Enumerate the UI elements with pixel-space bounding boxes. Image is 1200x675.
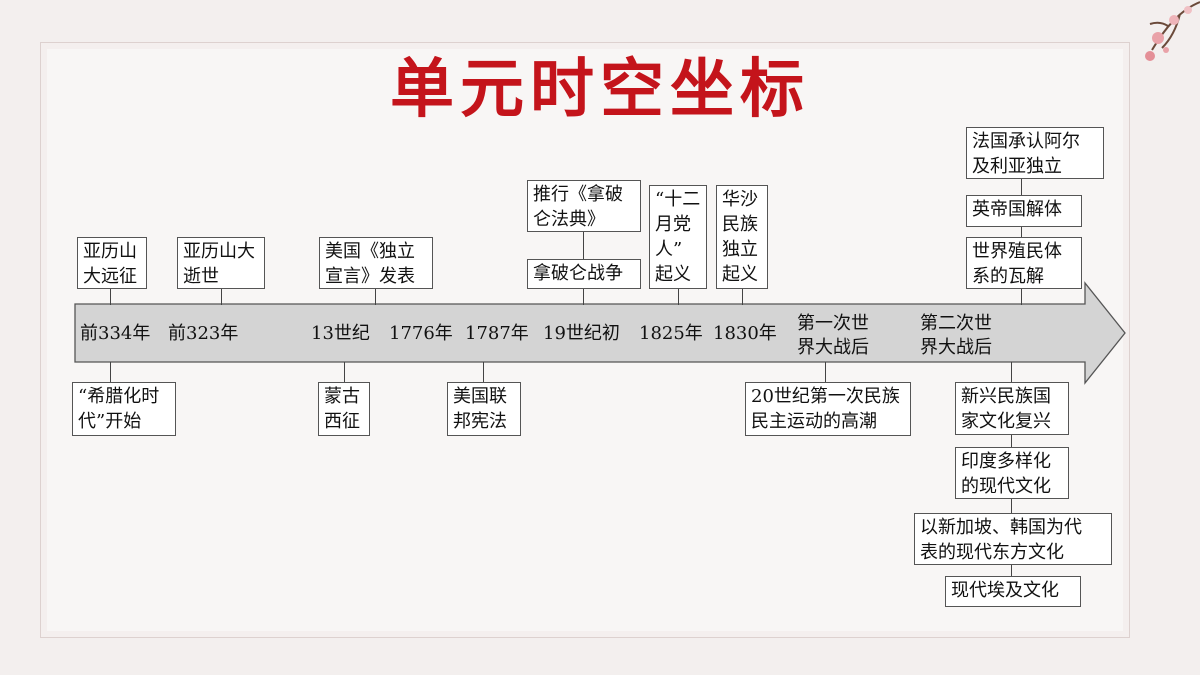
- connector: [375, 289, 376, 305]
- connector: [221, 289, 222, 305]
- connector: [1011, 435, 1012, 447]
- connector: [110, 362, 111, 382]
- page-title: 单元时空坐标: [390, 52, 810, 127]
- tick-label: 第一次世 界大战后: [797, 313, 869, 358]
- event-british-empire-dissolution: 英帝国解体: [966, 195, 1082, 227]
- connector: [742, 289, 743, 305]
- event-algeria-independence: 法国承认阿尔 及利亚独立: [966, 127, 1104, 179]
- event-egypt-culture: 现代埃及文化: [945, 576, 1081, 607]
- tick-label: 1776年: [389, 323, 453, 344]
- connector: [1011, 362, 1012, 382]
- tick-label: 前323年: [168, 323, 239, 344]
- event-east-asian-culture: 以新加坡、韩国为代 表的现代东方文化: [914, 513, 1112, 565]
- connector: [344, 362, 345, 382]
- tick-label: 1787年: [465, 323, 529, 344]
- tick-label: 第二次世 界大战后: [920, 313, 992, 358]
- connector: [678, 289, 679, 305]
- connector: [483, 362, 484, 382]
- event-alexander-death: 亚历山大 逝世: [177, 237, 265, 289]
- connector: [825, 362, 826, 382]
- connector: [583, 232, 584, 259]
- event-alexander-expedition: 亚历山 大远征: [77, 237, 147, 289]
- event-decembrist-uprising: “十二 月党 人” 起义: [649, 185, 707, 289]
- tick-label: 1825年: [639, 323, 703, 344]
- connector: [583, 289, 584, 305]
- connector: [1011, 499, 1012, 513]
- connector: [1011, 565, 1012, 576]
- tick-label: 19世纪初: [543, 323, 620, 344]
- event-napoleon-code: 推行《拿破 仑法典》: [527, 180, 641, 232]
- event-cultural-revival: 新兴民族国 家文化复兴: [955, 382, 1069, 435]
- event-hellenistic-era: “希腊化时 代”开始: [72, 382, 176, 436]
- tick-label: 1830年: [713, 323, 777, 344]
- tick-label: 前334年: [80, 323, 151, 344]
- event-warsaw-uprising: 华沙 民族 独立 起义: [716, 185, 768, 289]
- event-mongol-campaign: 蒙古 西征: [318, 382, 370, 436]
- connector: [1021, 289, 1022, 305]
- connector: [1021, 227, 1022, 237]
- event-napoleon-war: 拿破仑战争: [527, 259, 641, 289]
- event-democratic-movement: 20世纪第一次民族 民主运动的高潮: [745, 382, 911, 436]
- event-us-declaration: 美国《独立 宣言》发表: [319, 237, 433, 289]
- event-india-culture: 印度多样化 的现代文化: [955, 447, 1069, 499]
- plum-blossom-decoration: [1145, 1, 1200, 61]
- event-colonial-system-collapse: 世界殖民体 系的瓦解: [966, 237, 1082, 289]
- event-us-constitution: 美国联 邦宪法: [447, 382, 521, 436]
- tick-label: 13世纪: [311, 323, 370, 344]
- connector: [110, 289, 111, 305]
- connector: [1021, 179, 1022, 195]
